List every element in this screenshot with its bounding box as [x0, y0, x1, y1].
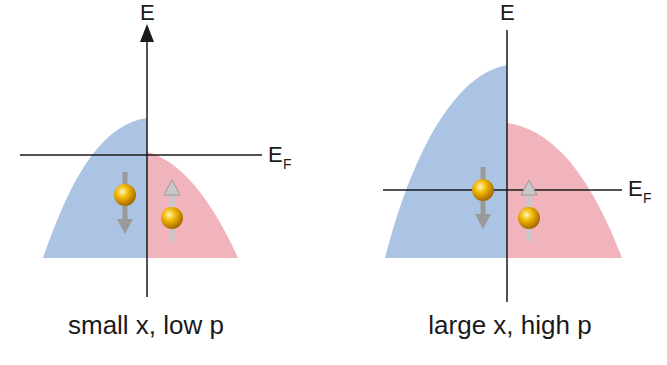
spin-down-band: [385, 65, 507, 258]
spin-down-electron: [472, 167, 494, 229]
fermi-level-label: E: [268, 144, 283, 166]
fermi-level-line: [20, 154, 262, 156]
fermi-level-line: [383, 189, 622, 191]
energy-axis: [146, 36, 148, 297]
fermi-subscript: F: [643, 191, 652, 205]
spin-up-electron: [518, 180, 540, 241]
axis-arrowhead: [140, 24, 154, 42]
axis-label: E: [500, 2, 515, 24]
fermi-subscript: F: [283, 157, 292, 171]
axis-label: E: [140, 2, 155, 24]
spin-up-electron: [161, 180, 183, 241]
panel-caption: large x, high p: [357, 312, 663, 338]
energy-axis: [506, 30, 508, 302]
spin-down-electron: [114, 172, 136, 234]
spin-up-band: [147, 152, 238, 258]
panel-caption: small x, low p: [0, 312, 292, 338]
fermi-level-label: E: [628, 178, 643, 200]
spin-down-band: [43, 118, 147, 258]
